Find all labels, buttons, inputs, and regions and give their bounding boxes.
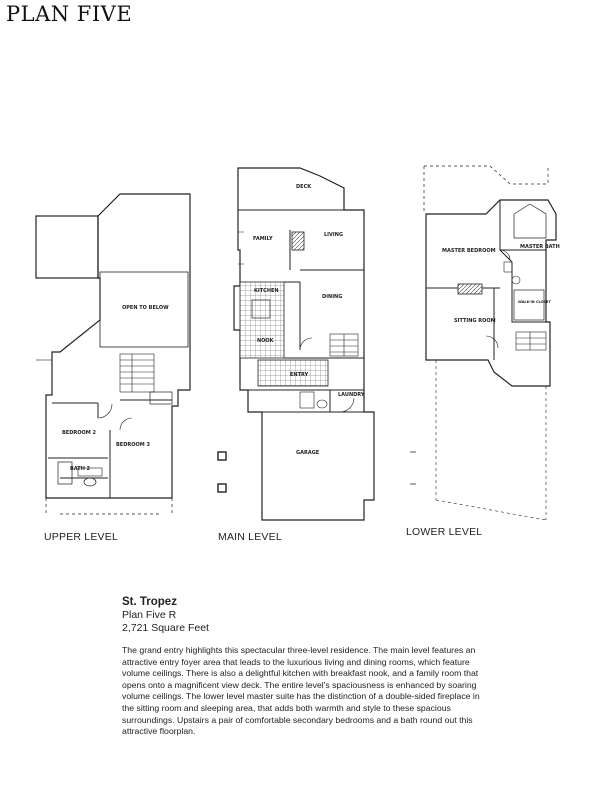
- page-title: PLAN FIVE: [6, 2, 133, 26]
- description-block: St. Tropez Plan Five R 2,721 Square Feet…: [122, 595, 494, 738]
- floor-plans: OPEN TO BELOW BEDROOM 2 BEDROOM 3 BATH 2: [35, 165, 560, 521]
- room-bath-2: BATH 2: [70, 466, 91, 472]
- room-laundry: LAUNDRY: [338, 392, 365, 398]
- room-garage: GARAGE: [296, 450, 320, 456]
- room-bedroom-2: BEDROOM 2: [62, 430, 96, 436]
- room-nook: NOOK: [257, 338, 275, 344]
- main-level-plan: [217, 167, 375, 521]
- room-walk-in-closet: WALK-IN CLOSET: [518, 300, 552, 304]
- room-deck: DECK: [296, 184, 312, 190]
- description-text: The grand entry highlights this spectacu…: [122, 645, 480, 737]
- lower-level-plan: [410, 165, 557, 521]
- square-footage: 2,721 Square Feet: [122, 622, 209, 634]
- upper-level-label: UPPER LEVEL: [44, 531, 118, 543]
- model-name: St. Tropez: [122, 596, 177, 608]
- room-open-below: OPEN TO BELOW: [122, 305, 169, 311]
- room-sitting-room: SITTING ROOM: [454, 318, 496, 324]
- room-master-bedroom: MASTER BEDROOM: [442, 248, 496, 254]
- room-living: LIVING: [324, 232, 343, 238]
- upper-level-plan: [35, 193, 191, 515]
- main-level-label: MAIN LEVEL: [218, 531, 282, 543]
- room-kitchen: KITCHEN: [254, 288, 279, 294]
- room-entry: ENTRY: [290, 372, 309, 378]
- lower-level-label: LOWER LEVEL: [406, 526, 483, 538]
- room-bedroom-3: BEDROOM 3: [116, 442, 150, 448]
- room-dining: DINING: [322, 294, 342, 300]
- plan-name: Plan Five R: [122, 609, 177, 621]
- room-master-bath: MASTER BATH: [520, 244, 560, 250]
- room-family: FAMILY: [253, 236, 273, 242]
